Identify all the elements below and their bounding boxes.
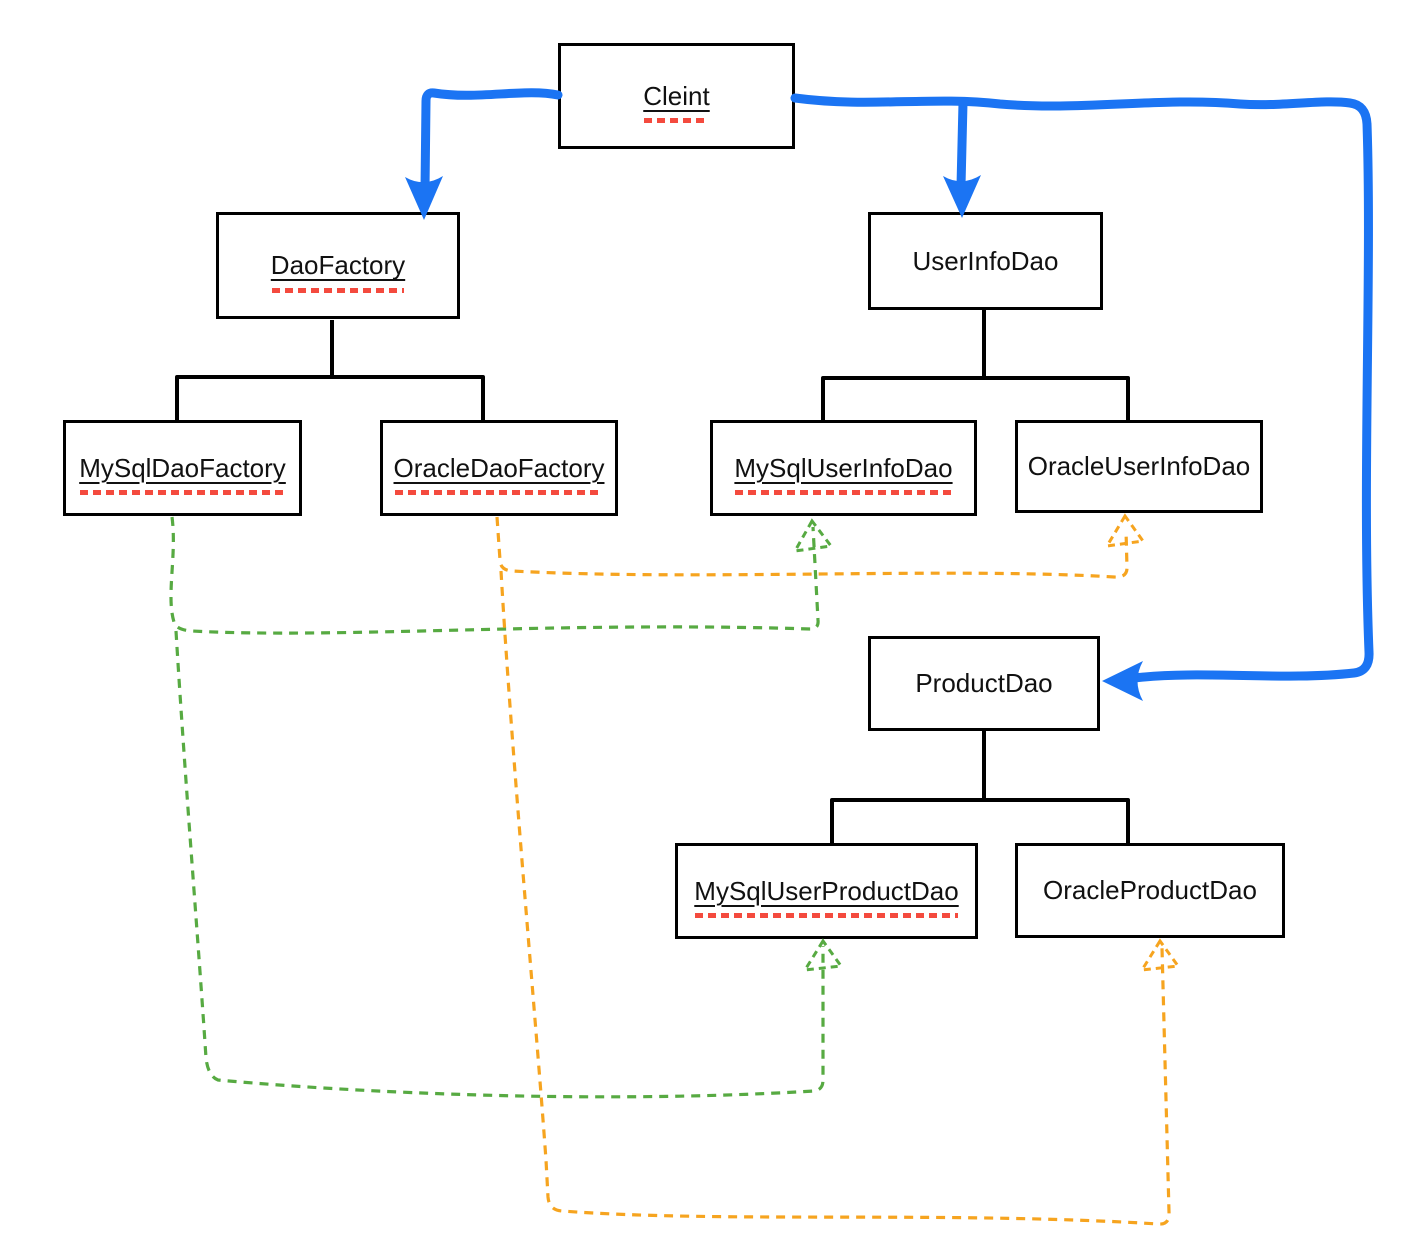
node-client: Cleint [558, 43, 795, 149]
edge-client-daofactory [420, 88, 563, 195]
node-user-info-dao-label: UserInfoDao [912, 245, 1059, 276]
edge-client-productdao [790, 93, 1374, 683]
tree-userinfodao-children [821, 310, 1130, 420]
tree-productdao-children [830, 731, 1130, 843]
node-mysql-dao-factory: MySqlDaoFactory [63, 420, 302, 516]
edge-client-userinfodao [956, 98, 968, 191]
edge-oracledaofactory-oracleuserinfodao-arrowhead [1104, 513, 1146, 548]
node-oracle-dao-factory-label: OracleDaoFactory [393, 452, 605, 495]
tree-daofactory-children [175, 320, 485, 420]
edge-mysqldaofactory-mysqluserproductdao-arrowhead [802, 938, 844, 972]
node-oracle-product-dao-label: OracleProductDao [1043, 875, 1257, 906]
node-oracle-dao-factory: OracleDaoFactory [380, 420, 618, 516]
edge-mysqldaofactory-mysqluserinfodao [169, 516, 820, 635]
node-product-dao: ProductDao [868, 636, 1100, 731]
node-user-info-dao: UserInfoDao [868, 212, 1103, 310]
edge-oracledaofactory-oracleuserinfodao [495, 516, 1129, 579]
edge-client-productdao-arrowhead [1102, 661, 1143, 701]
node-client-label: Cleint [643, 80, 710, 123]
node-oracle-user-info-dao: OracleUserInfoDao [1015, 420, 1263, 513]
node-product-dao-label: ProductDao [915, 668, 1053, 699]
edge-mysqldaofactory-mysqluserinfodao-arrowhead [792, 518, 834, 553]
node-mysql-user-product-dao: MySqlUserProductDao [675, 843, 978, 939]
node-mysql-dao-factory-label: MySqlDaoFactory [79, 452, 286, 495]
node-mysql-user-info-dao-label: MySqlUserInfoDao [734, 452, 953, 495]
node-dao-factory: DaoFactory [216, 212, 460, 319]
node-mysql-user-product-dao-label: MySqlUserProductDao [694, 875, 959, 918]
edge-oracledaofactory-oracleproductdao-arrowhead [1139, 938, 1181, 972]
node-dao-factory-label: DaoFactory [270, 250, 406, 293]
node-oracle-user-info-dao-label: OracleUserInfoDao [1027, 451, 1251, 482]
node-mysql-user-info-dao: MySqlUserInfoDao [710, 420, 977, 516]
node-oracle-product-dao: OracleProductDao [1015, 843, 1285, 938]
